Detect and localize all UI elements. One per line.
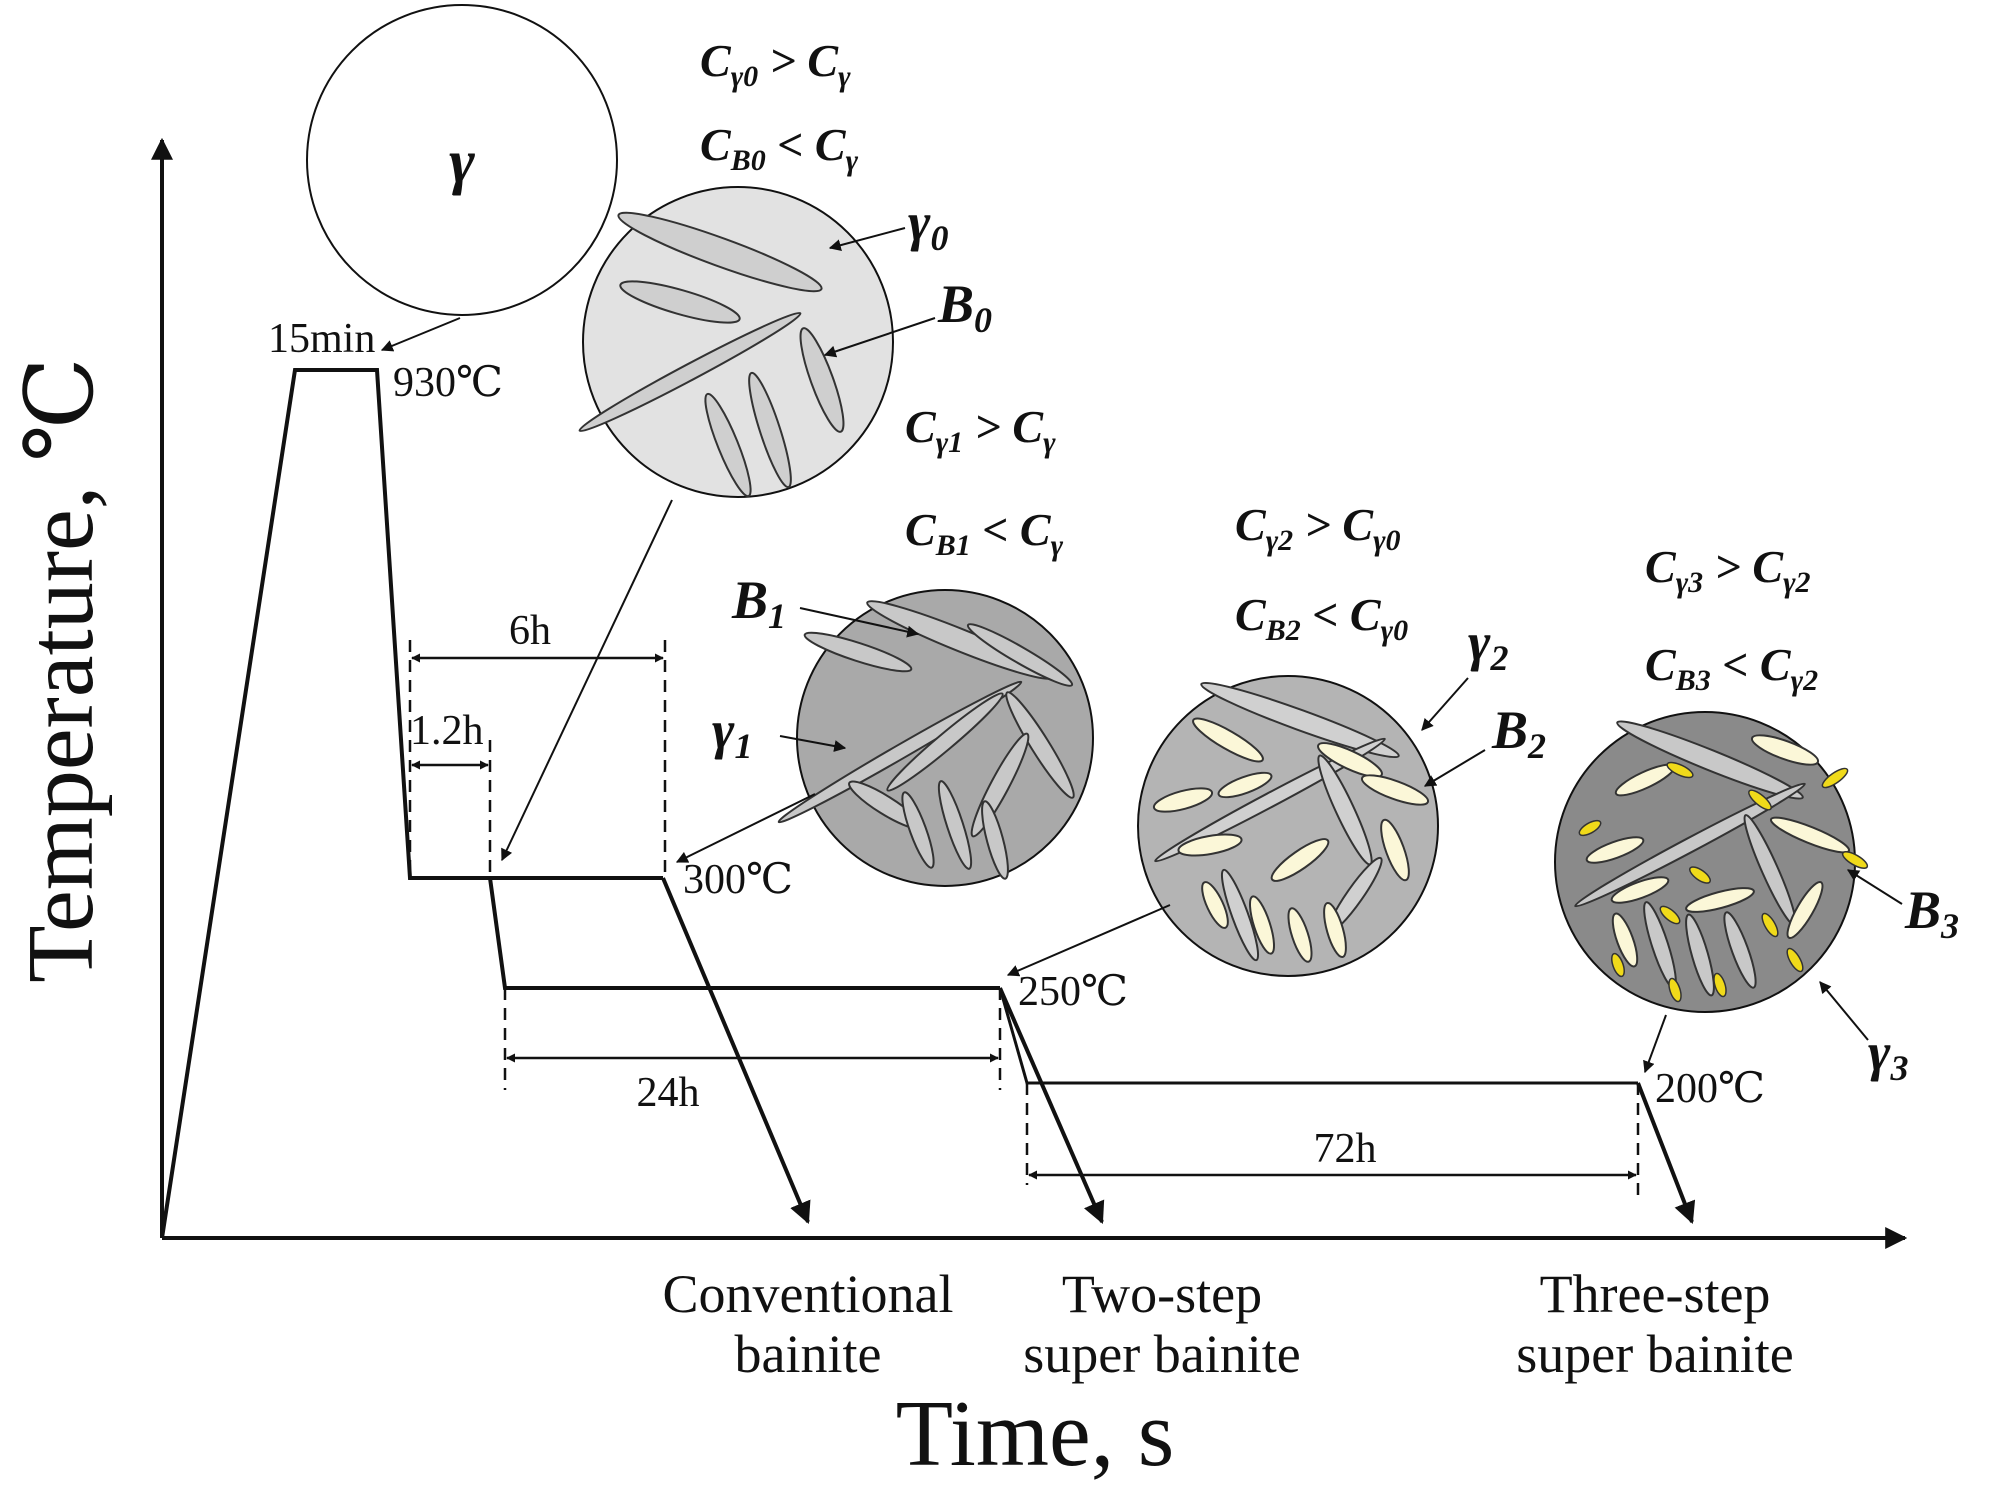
microstructure-200 xyxy=(1554,711,1869,1013)
label-gamma3: γ3 xyxy=(1868,1022,1908,1088)
y-axis-label: Temperature, ℃ xyxy=(9,357,113,983)
temp-label-250: 250℃ xyxy=(1018,969,1128,1015)
temp-label-300: 300℃ xyxy=(683,857,793,903)
route-conventional-line2: bainite xyxy=(735,1324,882,1384)
label-b0: B0 xyxy=(937,274,992,340)
microstructure-conventional xyxy=(578,186,894,498)
duration-label-15min: 15min xyxy=(268,316,375,362)
relation-r0b: CB0 < Cγ xyxy=(700,119,859,177)
duration-label-6h: 6h xyxy=(509,608,551,654)
profile-conventional xyxy=(160,368,663,1239)
relation-r0a: Cγ0 > Cγ xyxy=(700,35,851,93)
quench-arrow-three-step xyxy=(1636,1082,1696,1225)
microstructure-250 xyxy=(1137,675,1439,977)
relation-r2a: Cγ2 > Cγ0 xyxy=(1235,499,1401,557)
relation-r2b: CB2 < Cγ0 xyxy=(1235,589,1408,647)
label-gamma1: γ1 xyxy=(712,700,752,766)
route-three-step-line1: Three-step xyxy=(1540,1264,1771,1324)
temp-label-930: 930℃ xyxy=(393,360,503,406)
microstructure-300 xyxy=(777,589,1094,887)
austenite-symbol: γ xyxy=(449,128,475,196)
label-gamma2: γ2 xyxy=(1468,612,1508,678)
label-b1: B1 xyxy=(731,570,786,636)
relation-r3a: Cγ3 > Cγ2 xyxy=(1645,541,1811,599)
label-b2: B2 xyxy=(1491,700,1546,766)
relation-r1a: Cγ1 > Cγ xyxy=(905,401,1056,459)
temp-label-200: 200℃ xyxy=(1655,1066,1765,1112)
relation-r3b: CB3 < Cγ2 xyxy=(1645,639,1818,697)
label-gamma0: γ0 xyxy=(908,192,948,258)
route-three-step-line2: super bainite xyxy=(1516,1324,1793,1384)
leader-arrows xyxy=(380,227,1903,1074)
dashed-guides xyxy=(408,640,1640,1200)
austenite-circle xyxy=(306,4,618,316)
x-axis-label: Time, s xyxy=(896,1382,1175,1486)
quench-arrow-two-step xyxy=(998,987,1105,1225)
route-conventional-line1: Conventional xyxy=(663,1264,954,1324)
label-b3: B3 xyxy=(1904,880,1959,946)
duration-label-1-2h: 1.2h xyxy=(410,708,484,754)
duration-label-72h: 72h xyxy=(1314,1126,1377,1172)
quench-arrow-conventional xyxy=(661,877,811,1225)
route-two-step-line1: Two-step xyxy=(1062,1264,1262,1324)
relation-r1b: CB1 < Cγ xyxy=(905,504,1064,562)
route-two-step-line2: super bainite xyxy=(1023,1324,1300,1384)
duration-label-24h: 24h xyxy=(637,1070,700,1116)
